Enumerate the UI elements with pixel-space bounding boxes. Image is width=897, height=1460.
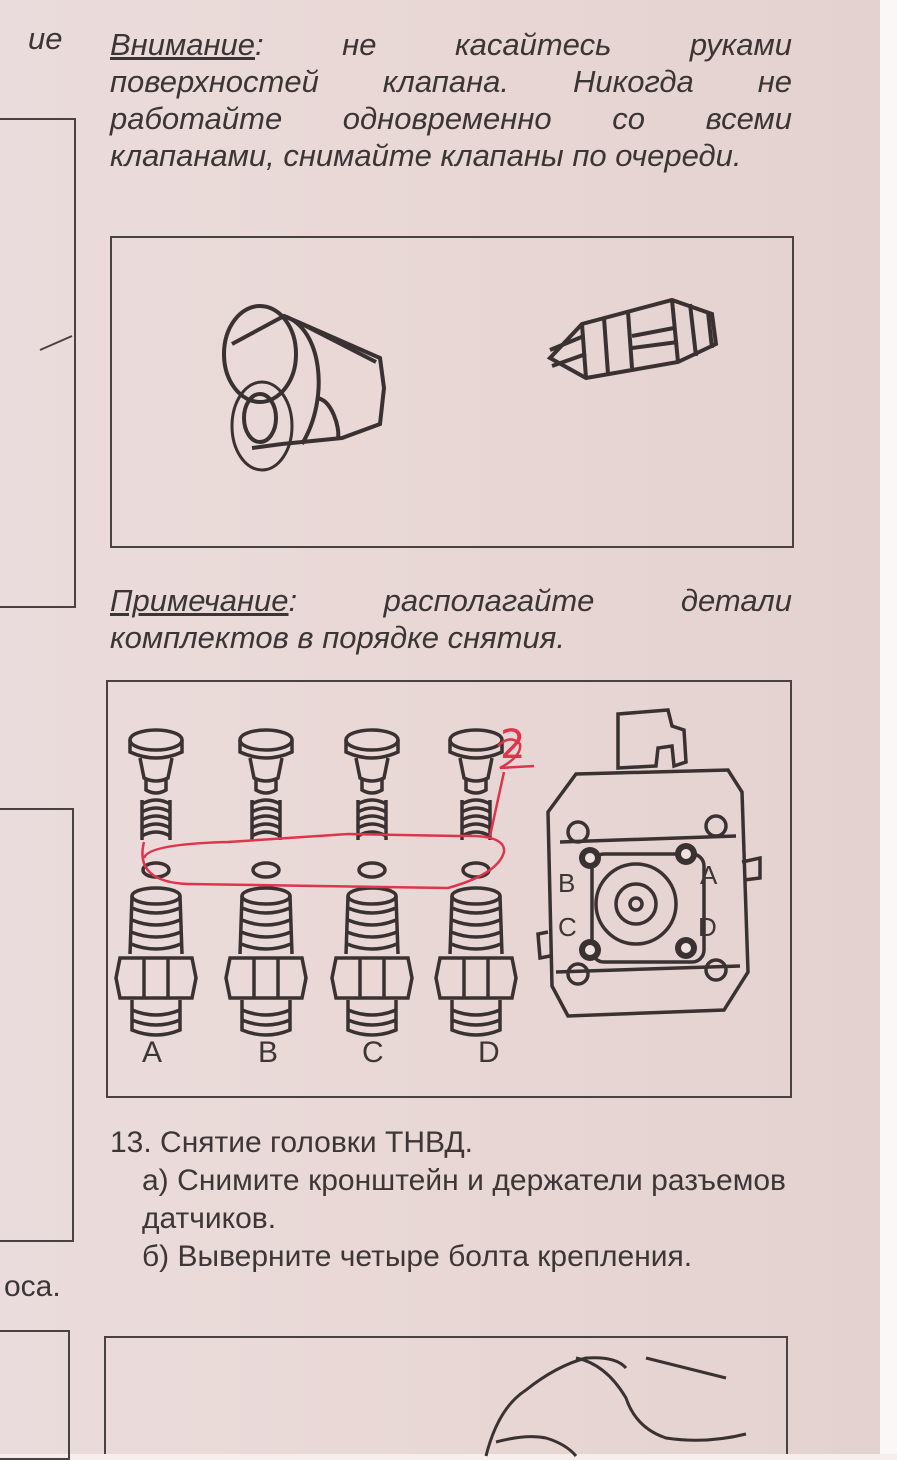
warning-text: : не касайтесь руками поверхностей клапа… — [110, 27, 792, 173]
margin-fragment-bottom: оса. — [4, 1270, 61, 1303]
note-paragraph: Примечание: располагайте детали комплект… — [110, 582, 792, 656]
figure-pump-head-removal — [104, 1336, 788, 1457]
step-item-a: а) Снимите кронштейн и держатели разъемо… — [142, 1164, 786, 1235]
annotation-number: 2 — [500, 722, 526, 768]
note-text: : располагайте детали комплектов в поряд… — [110, 583, 792, 655]
column-label-a: A — [142, 1036, 163, 1069]
pump-label-b: B — [558, 868, 576, 898]
left-column-line — [39, 335, 73, 351]
note-label: Примечание — [110, 583, 289, 618]
pump-label-c: C — [558, 912, 577, 942]
scanned-page — [0, 0, 880, 1454]
warning-label: Внимание — [110, 27, 256, 62]
left-column-frame-3 — [0, 1330, 70, 1460]
step-item-b: б) Выверните четыре болта крепления. — [142, 1240, 693, 1273]
figure-valve-parts — [110, 236, 794, 548]
hand-illustration — [484, 1356, 747, 1457]
pump-label-a: A — [700, 860, 718, 890]
warning-paragraph: Внимание: не касайтесь руками поверхност… — [110, 26, 792, 174]
valve-sets-illustration — [114, 708, 762, 1037]
column-label-b: B — [258, 1036, 279, 1069]
pump-label-d: D — [698, 912, 717, 942]
page-edge — [880, 0, 897, 1454]
figure-valve-sets: A B C D A B C D 2 — [106, 680, 792, 1098]
step-title: 13. Снятие головки ТНВД. — [110, 1126, 474, 1159]
annotation-circle — [141, 738, 535, 890]
column-label-c: C — [362, 1036, 384, 1069]
column-label-d: D — [478, 1036, 500, 1069]
left-column-frame-1 — [0, 118, 76, 608]
left-column-frame-2 — [0, 808, 74, 1242]
valve-parts-illustration — [222, 297, 719, 472]
margin-fragment-top: ие — [28, 21, 63, 56]
